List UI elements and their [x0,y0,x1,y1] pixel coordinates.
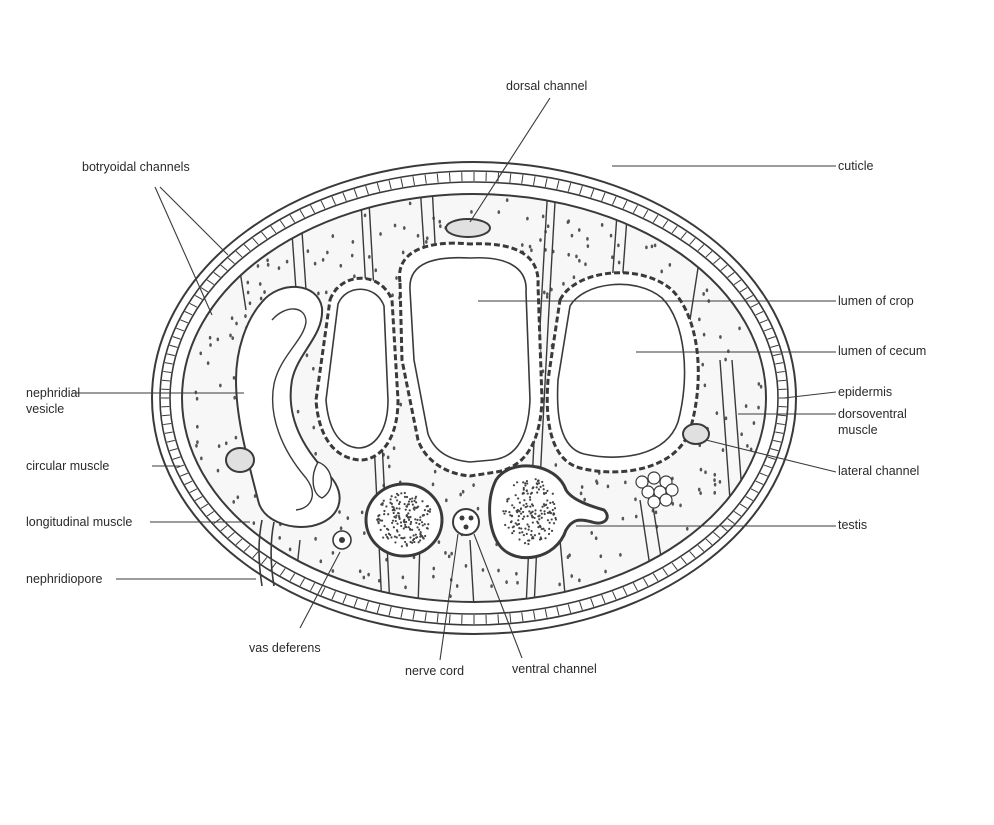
label-circular-muscle: circular muscle [26,459,109,474]
label-cuticle: cuticle [838,159,873,174]
lateral-channel-shape [683,424,709,444]
nerve-cord-shape [453,509,479,535]
label-nephridiopore: nephridiopore [26,572,102,587]
label-nephridial-line2: vesicle [26,402,64,417]
dorsal-channel-shape [446,219,490,237]
label-longitudinal-muscle: longitudinal muscle [26,515,132,530]
label-nerve-cord: nerve cord [405,664,464,679]
label-testis: testis [838,518,867,533]
label-dorsoventral-line1: dorsoventral [838,407,907,422]
label-lumen-of-cecum: lumen of cecum [838,344,926,359]
label-nephridial-line1: nephridial [26,386,80,401]
label-lumen-of-crop: lumen of crop [838,294,914,309]
label-ventral-channel: ventral channel [512,662,597,677]
label-lateral-channel: lateral channel [838,464,919,479]
label-botryoidal-channels: botryoidal channels [82,160,190,175]
label-vas-deferens: vas deferens [249,641,321,656]
label-epidermis: epidermis [838,385,892,400]
left-lateral-channel-shape [226,448,254,472]
label-dorsal-channel: dorsal channel [506,79,587,94]
label-dorsoventral-line2: muscle [838,423,878,438]
